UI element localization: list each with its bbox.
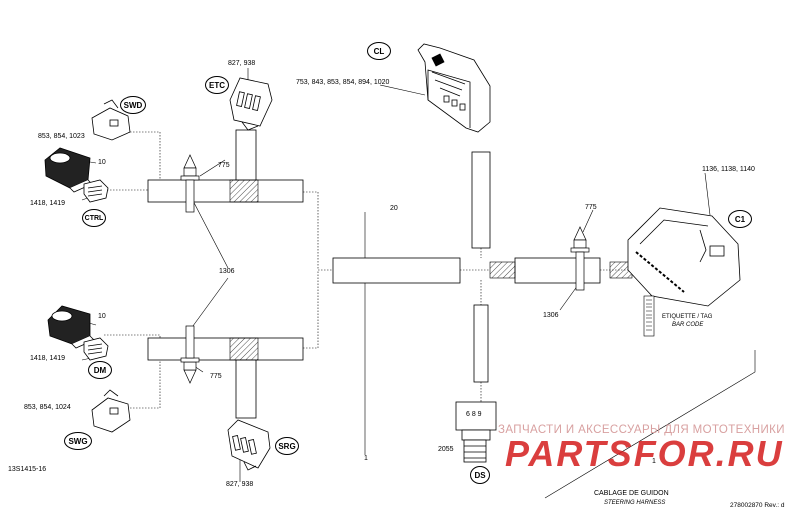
bubble-ctrl: CTRL [82, 209, 106, 227]
swd-connector [91, 99, 131, 141]
callout-etc-parts: 827, 938 [228, 60, 256, 67]
left-lower-sleeve [147, 337, 304, 361]
main-trunk-sleeve [332, 257, 461, 284]
upper-branch-sleeve [235, 129, 257, 181]
ref-left: 13S1415-16 [8, 466, 47, 473]
callout-bottom-ten: 10 [98, 313, 106, 320]
bubble-srg: SRG [275, 437, 299, 455]
srg-connector [227, 419, 271, 471]
dotted-wires [104, 131, 630, 409]
bubble-etc: ETC [205, 76, 229, 94]
cable-ties [180, 154, 590, 384]
lower-switch [47, 305, 95, 349]
bubble-cl: CL [367, 42, 391, 60]
ctrl-connector [83, 179, 109, 203]
c1-connector [627, 207, 741, 307]
upper-switch [44, 147, 93, 193]
callout-top-ten: 10 [98, 159, 106, 166]
callout-dm-parts: 1418, 1419 [30, 355, 66, 362]
right-sleeve [514, 257, 601, 284]
tag-label: ETIQUETTE / TAG [662, 314, 713, 320]
callout-harness-1: 1 [364, 455, 368, 462]
watermark-tagline: ЗАПЧАСТИ И АКСЕССУАРЫ ДЛЯ МОТОТЕХНИКИ [498, 424, 785, 436]
swg-connector [91, 389, 131, 433]
barcode-label: BAR CODE [672, 322, 704, 328]
cl-connector [417, 43, 491, 133]
callout-harness-20: 20 [390, 205, 398, 212]
callout-left-775-bottom: 775 [210, 373, 222, 380]
dm-connector [83, 337, 109, 361]
bubble-ds: DS [470, 466, 490, 484]
ds-branch-sleeve [473, 304, 489, 383]
title-english: STEERING HARNESS [604, 500, 666, 506]
callout-ctrl-parts: 1418, 1419 [30, 200, 66, 207]
etc-connector [229, 77, 273, 131]
cable-tie-left-top [183, 154, 197, 169]
title-french: CABLAGE DE GUIDON [594, 490, 669, 497]
ds-connector [455, 401, 497, 463]
cl-branch-sleeve [471, 151, 491, 249]
callout-right-775: 775 [585, 204, 597, 211]
callout-ds-code: 6 8 9 [466, 411, 482, 418]
callout-ds-parts: 2055 [438, 446, 454, 453]
callout-left-775-top: 775 [218, 162, 230, 169]
callout-right-1306: 1306 [543, 312, 559, 319]
tape-wraps [229, 179, 633, 361]
callout-mid-1306: 1306 [219, 268, 235, 275]
callout-swd-parts: 853, 854, 1023 [38, 133, 85, 140]
barcode-tag [643, 295, 655, 337]
bubble-swg: SWG [64, 432, 92, 450]
bubble-c1: C1 [728, 210, 752, 228]
callout-right-1: 1 [652, 458, 656, 465]
ref-right: 278002870 Rev.: d [730, 502, 785, 509]
lower-branch-sleeve [235, 359, 257, 419]
watermark-logo: PARTSFOR.RU [505, 433, 784, 474]
bubble-swd: SWD [120, 96, 146, 114]
bubble-dm: DM [88, 361, 112, 379]
callout-swg-parts: 853, 854, 1024 [24, 404, 71, 411]
callout-cl-parts: 753, 843, 853, 854, 894, 1020 [296, 79, 390, 86]
cable-tie-left-bottom [183, 369, 197, 384]
callout-c1-parts: 1136, 1138, 1140 [702, 166, 755, 173]
left-upper-sleeve [147, 179, 304, 203]
callout-srg-parts: 827, 938 [226, 481, 254, 488]
